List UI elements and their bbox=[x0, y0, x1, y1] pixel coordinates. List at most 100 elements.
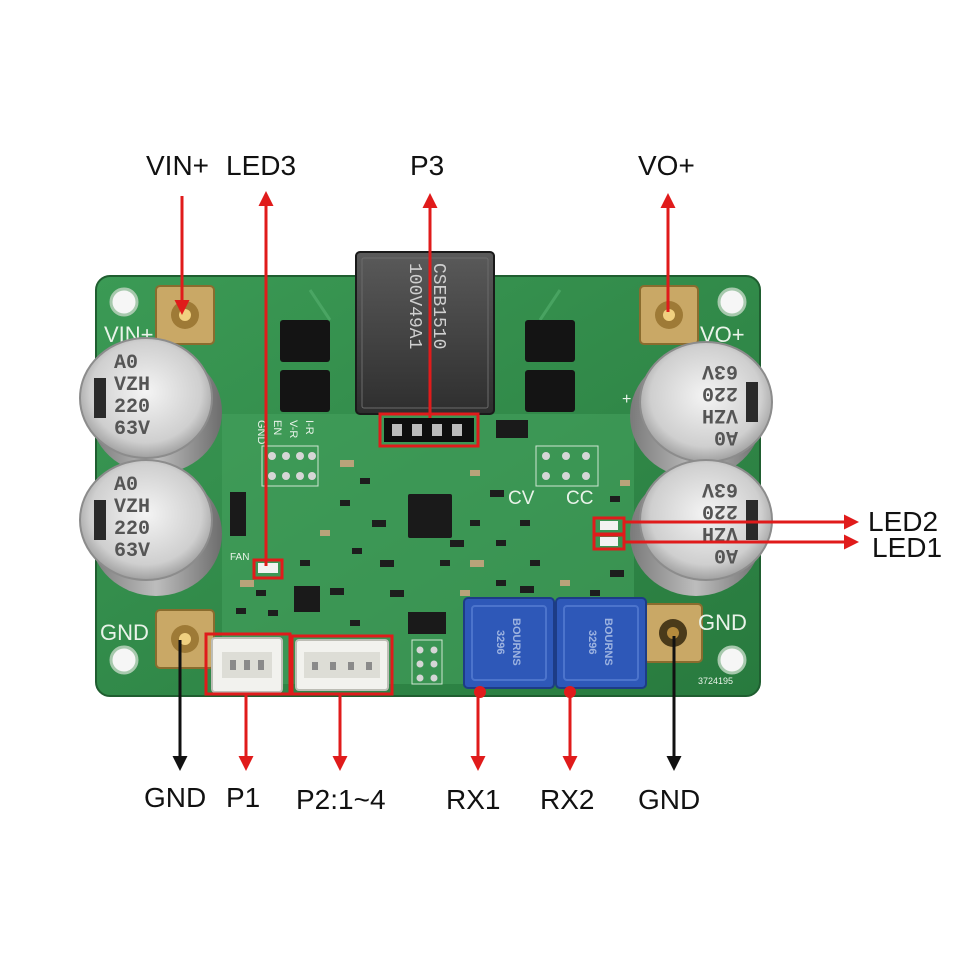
highlight-boxes bbox=[204, 412, 626, 696]
connector-p2 bbox=[295, 639, 389, 691]
led3 bbox=[258, 563, 278, 573]
capacitor-text: 63V bbox=[702, 359, 738, 382]
silk-gnd-left: GND bbox=[100, 620, 149, 645]
label-p3: P3 bbox=[410, 150, 445, 181]
smd-part bbox=[236, 608, 246, 614]
smd-part bbox=[610, 496, 620, 502]
mosfet bbox=[525, 370, 575, 412]
header-pads-left bbox=[261, 445, 319, 487]
smd-part bbox=[300, 560, 310, 566]
smd-part bbox=[610, 570, 624, 577]
mosfet bbox=[280, 370, 330, 412]
capacitor-text: 63V bbox=[702, 477, 738, 500]
connector-p1 bbox=[211, 637, 283, 693]
smd-part bbox=[320, 530, 330, 536]
ic-chip bbox=[496, 420, 528, 438]
capacitor-text: A0 bbox=[114, 474, 138, 497]
mosfet bbox=[525, 320, 575, 362]
highlight-p1 bbox=[204, 632, 292, 696]
header-pads-cvcc bbox=[535, 445, 599, 487]
capacitor-text: 63V bbox=[114, 418, 150, 441]
capacitor-text: VZH bbox=[114, 496, 150, 519]
header-pads-bottom bbox=[411, 639, 443, 685]
capacitor-text: 220 bbox=[114, 396, 150, 419]
highlight-led3 bbox=[252, 558, 284, 580]
smd-part bbox=[470, 470, 480, 476]
mosfets bbox=[230, 320, 575, 634]
capacitor-text: A0 bbox=[714, 425, 738, 448]
terminal-vin bbox=[155, 285, 215, 345]
smd-part bbox=[520, 586, 534, 593]
potentiometer-rx2: BOURNS 3296 bbox=[555, 597, 647, 698]
smd-part bbox=[380, 560, 394, 567]
potentiometer-text: 3296 bbox=[494, 630, 506, 654]
smd-part bbox=[352, 548, 362, 554]
highlight-p2 bbox=[290, 634, 394, 696]
smd-part bbox=[268, 610, 278, 616]
smd-part bbox=[520, 520, 530, 526]
smd-part bbox=[490, 490, 504, 497]
smd-part bbox=[390, 590, 404, 597]
inductor: CSEB1510 100V49A1 bbox=[355, 251, 495, 415]
arrows bbox=[172, 191, 859, 771]
potentiometer-rx1: BOURNS 3296 bbox=[463, 597, 555, 698]
smd-part bbox=[256, 590, 266, 596]
capacitor-text: 220 bbox=[702, 381, 738, 404]
smd-part bbox=[440, 560, 450, 566]
capacitor-text: VZH bbox=[702, 403, 738, 426]
terminal-gnd-left bbox=[155, 609, 215, 669]
label-vo-plus: VO+ bbox=[638, 150, 695, 181]
smd-part bbox=[450, 540, 464, 547]
label-rx1: RX1 bbox=[446, 784, 501, 815]
label-led2: LED2 bbox=[868, 506, 939, 537]
capacitor-text: 220 bbox=[114, 518, 150, 541]
smd-part bbox=[470, 560, 484, 567]
capacitors: A0VZH22063VA0VZH22063VA0VZH22063VA0VZH22… bbox=[79, 337, 773, 596]
label-p1: P1 bbox=[226, 782, 261, 813]
smd-components bbox=[236, 460, 630, 626]
mounting-hole bbox=[717, 645, 747, 675]
potentiometer-text: 3296 bbox=[586, 630, 598, 654]
smd-part bbox=[330, 588, 344, 595]
diode bbox=[230, 492, 246, 536]
potentiometer-text: BOURNS bbox=[602, 618, 614, 666]
silk-p3-pin-label: EN bbox=[271, 420, 283, 435]
capacitor-text: A0 bbox=[714, 543, 738, 566]
smd-part bbox=[372, 520, 386, 527]
inductor-text: 100V49A1 bbox=[404, 263, 424, 349]
header-p3 bbox=[384, 418, 474, 442]
potentiometer-text: BOURNS bbox=[510, 618, 522, 666]
smd-part bbox=[340, 500, 350, 506]
smd-part bbox=[470, 520, 480, 526]
label-vin-plus: VIN+ bbox=[146, 150, 210, 181]
label-gnd-right: GND bbox=[638, 784, 701, 815]
silk-cv: CV bbox=[508, 488, 535, 509]
silkscreen: VIN+ VO+ GND GND + CV CC FAN 3724195 GND… bbox=[100, 322, 747, 686]
capacitor-text: VZH bbox=[114, 374, 150, 397]
silk-fan: FAN bbox=[230, 552, 249, 563]
label-rx2: RX2 bbox=[540, 784, 595, 815]
ic-chip bbox=[294, 586, 320, 612]
silk-plus: + bbox=[622, 391, 631, 408]
smd-part bbox=[560, 580, 570, 586]
silk-p3-pin-label: V-R bbox=[287, 420, 299, 438]
smd-part bbox=[460, 590, 470, 596]
smd-part bbox=[340, 460, 354, 467]
led1 bbox=[600, 537, 618, 546]
smd-part bbox=[496, 540, 506, 546]
terminal-vo bbox=[639, 285, 699, 345]
controller-ic bbox=[408, 494, 452, 538]
mosfet bbox=[280, 320, 330, 362]
terminal-gnd-right bbox=[643, 603, 703, 663]
silk-serial: 3724195 bbox=[698, 676, 733, 686]
smd-part bbox=[590, 590, 600, 596]
smd-part bbox=[530, 560, 540, 566]
capacitor-text: 63V bbox=[114, 540, 150, 563]
ic-chip bbox=[408, 612, 446, 634]
